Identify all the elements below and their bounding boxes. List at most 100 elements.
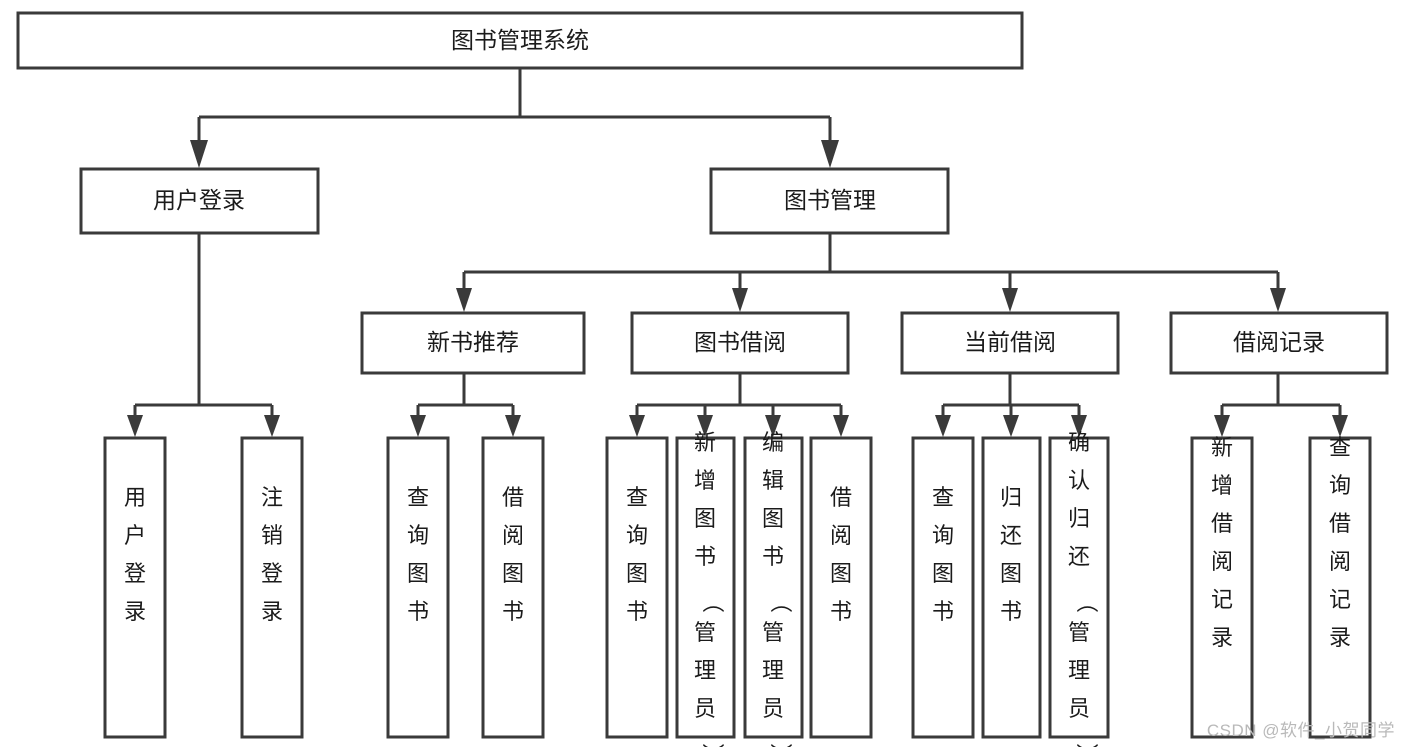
leaf-label-char: 图 xyxy=(830,561,852,586)
leaf-label-char: 销 xyxy=(261,523,283,548)
leaf-label-char: 图 xyxy=(1000,561,1022,586)
node-current-borrow[interactable]: 当前借阅 xyxy=(900,311,1120,375)
connector-group-root xyxy=(190,68,839,168)
leaf-query-record[interactable] xyxy=(1308,436,1372,739)
node-user-login[interactable]: 用户登录 xyxy=(79,167,320,235)
leaf-borrow-book-1[interactable] xyxy=(481,436,545,739)
leaf-label-char: 阅 xyxy=(1329,549,1351,574)
leaf-add-record[interactable] xyxy=(1190,436,1254,739)
leaf-label-char: 图 xyxy=(626,561,648,586)
leaf-label-char: 辑 xyxy=(762,468,784,493)
leaf-group xyxy=(103,436,1372,739)
arrow-head-leaf-user-login xyxy=(127,415,143,437)
leaf-borrow-book-2[interactable] xyxy=(809,436,873,739)
leaf-label-char: 询 xyxy=(626,523,648,548)
leaf-query-book-1-box[interactable] xyxy=(386,436,450,739)
leaf-label-char: 录 xyxy=(1329,625,1351,650)
leaf-confirm-return-box[interactable] xyxy=(1048,436,1110,739)
node-new-book-recommend[interactable]: 新书推荐 xyxy=(360,311,586,375)
connector-group-current-borrow-leaves xyxy=(935,373,1087,437)
leaf-label-char: 认 xyxy=(1068,468,1090,493)
leaf-edit-book-box[interactable] xyxy=(743,436,804,739)
leaf-label-char: 图 xyxy=(407,561,429,586)
arrow-head-user-login xyxy=(190,140,208,168)
node-book-borrow-label: 图书借阅 xyxy=(694,329,786,355)
arrow-head-book-manage xyxy=(821,140,839,168)
node-new-book-recommend-label: 新书推荐 xyxy=(427,329,519,355)
leaf-label-char: 阅 xyxy=(502,523,524,548)
leaf-add-record-box[interactable] xyxy=(1190,436,1254,739)
leaf-label-char: 阅 xyxy=(1211,549,1233,574)
leaf-query-book-2-box[interactable] xyxy=(605,436,669,739)
leaf-return-book-box[interactable] xyxy=(981,436,1042,739)
leaf-label-char: 图 xyxy=(694,506,716,531)
leaf-borrow-book-2-box[interactable] xyxy=(809,436,873,739)
node-book-manage-label: 图书管理 xyxy=(784,187,876,213)
csdn-watermark: CSDN @软件_小贺同学 xyxy=(1206,721,1395,740)
leaf-label-char: 借 xyxy=(502,485,524,510)
connector-group-book-manage xyxy=(456,233,1286,312)
leaf-user-login-label: 用户登录 xyxy=(124,485,146,624)
leaf-confirm-return[interactable] xyxy=(1048,436,1110,739)
connector-group-book-borrow-leaves xyxy=(629,373,849,437)
leaf-label-char: 书 xyxy=(694,544,716,569)
leaf-label-char: 还 xyxy=(1068,544,1090,569)
leaf-label-char: 书 xyxy=(626,599,648,624)
leaf-label-char: 借 xyxy=(1211,511,1233,536)
leaf-label-char: 记 xyxy=(1211,587,1233,612)
leaf-label-char: 图 xyxy=(932,561,954,586)
leaf-query-book-3-box[interactable] xyxy=(911,436,975,739)
leaf-return-book[interactable] xyxy=(981,436,1042,739)
node-current-borrow-label: 当前借阅 xyxy=(964,329,1056,355)
node-user-login-label: 用户登录 xyxy=(153,187,245,213)
leaf-logout[interactable] xyxy=(240,436,304,739)
node-user-login-box[interactable] xyxy=(79,167,320,235)
leaf-label-char: 理 xyxy=(694,658,716,683)
leaf-label-char: 管 xyxy=(762,620,784,645)
leaf-label-char: ） xyxy=(1074,743,1099,747)
leaf-label-char: 录 xyxy=(124,599,146,624)
node-book-borrow[interactable]: 图书借阅 xyxy=(630,311,850,375)
leaf-user-login[interactable] xyxy=(103,436,167,739)
node-book-manage[interactable]: 图书管理 xyxy=(709,167,950,235)
node-borrow-record[interactable]: 借阅记录 xyxy=(1169,311,1389,375)
leaf-user-login-box[interactable] xyxy=(103,436,167,739)
node-current-borrow-box[interactable] xyxy=(900,311,1120,375)
node-book-manage-box[interactable] xyxy=(709,167,950,235)
arrow-head-book-borrow xyxy=(732,288,748,312)
leaf-label-char: 注 xyxy=(261,485,283,510)
node-root[interactable]: 图书管理系统 xyxy=(16,11,1024,70)
leaf-label-char: 查 xyxy=(407,485,429,510)
node-root-box[interactable] xyxy=(16,11,1024,70)
leaf-add-book[interactable] xyxy=(675,436,736,739)
leaf-label-char: 管 xyxy=(694,620,716,645)
leaf-label-char: 录 xyxy=(261,599,283,624)
leaf-label-char: 员 xyxy=(1068,696,1090,721)
leaf-query-book-2[interactable] xyxy=(605,436,669,739)
node-new-book-recommend-box[interactable] xyxy=(360,311,586,375)
node-book-borrow-box[interactable] xyxy=(630,311,850,375)
leaf-label-char: 管 xyxy=(1068,620,1090,645)
node-borrow-record-box[interactable] xyxy=(1169,311,1389,375)
leaf-query-record-box[interactable] xyxy=(1308,436,1372,739)
leaf-add-book-box[interactable] xyxy=(675,436,736,739)
leaf-logout-box[interactable] xyxy=(240,436,304,739)
leaf-query-book-1[interactable] xyxy=(386,436,450,739)
node-root-label: 图书管理系统 xyxy=(451,27,589,53)
arrow-head-leaf-query-book-2 xyxy=(629,415,645,437)
leaf-query-book-3[interactable] xyxy=(911,436,975,739)
leaf-label-char: 员 xyxy=(694,696,716,721)
leaf-edit-book[interactable] xyxy=(743,436,804,739)
leaf-label-char: ） xyxy=(768,743,793,747)
connector-group-borrow-record-leaves xyxy=(1214,373,1348,437)
leaf-borrow-book-1-box[interactable] xyxy=(481,436,545,739)
leaf-label-char: 编 xyxy=(762,430,784,455)
